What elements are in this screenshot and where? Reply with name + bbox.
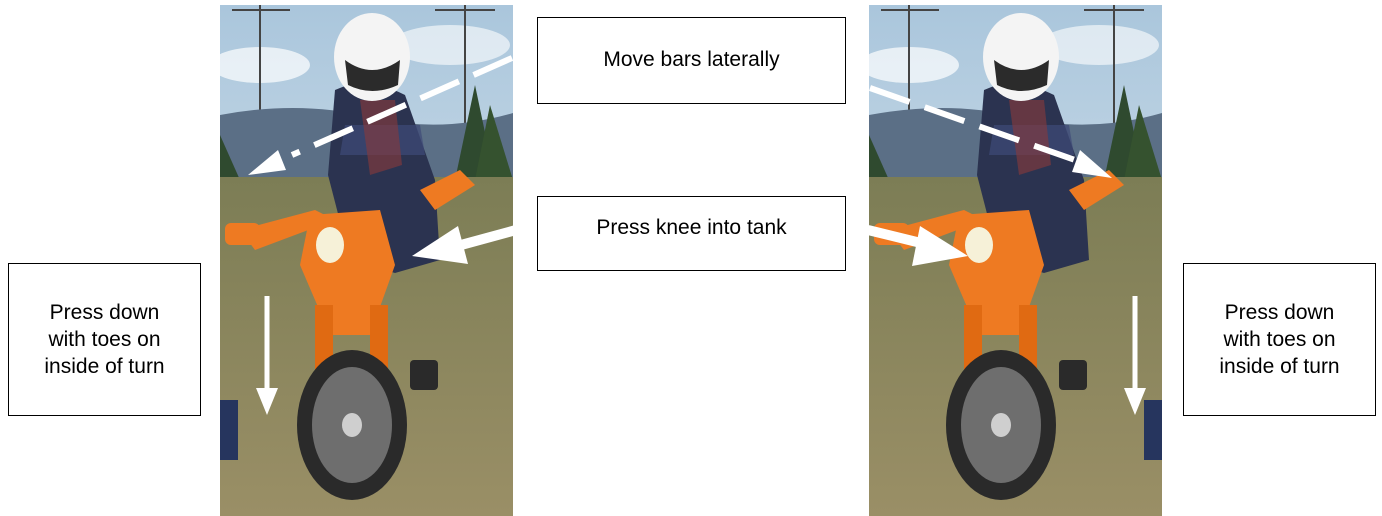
callout-press-knee: Press knee into tank <box>537 196 846 271</box>
callout-move-bars-text: Move bars laterally <box>603 48 780 71</box>
callout-toes-right-text: Press down with toes on inside of turn <box>1219 301 1340 378</box>
callout-press-knee-text: Press knee into tank <box>596 216 787 239</box>
callout-move-bars: Move bars laterally <box>537 17 846 104</box>
rider-photo-left <box>220 5 513 516</box>
callout-toes-right: Press down with toes on inside of turn <box>1183 263 1376 416</box>
rider-photo-right <box>869 5 1162 516</box>
callout-toes-left-text: Press down with toes on inside of turn <box>44 301 165 378</box>
rider-illustration-right <box>869 5 1162 516</box>
rider-illustration-left <box>220 5 513 516</box>
callout-toes-left: Press down with toes on inside of turn <box>8 263 201 416</box>
